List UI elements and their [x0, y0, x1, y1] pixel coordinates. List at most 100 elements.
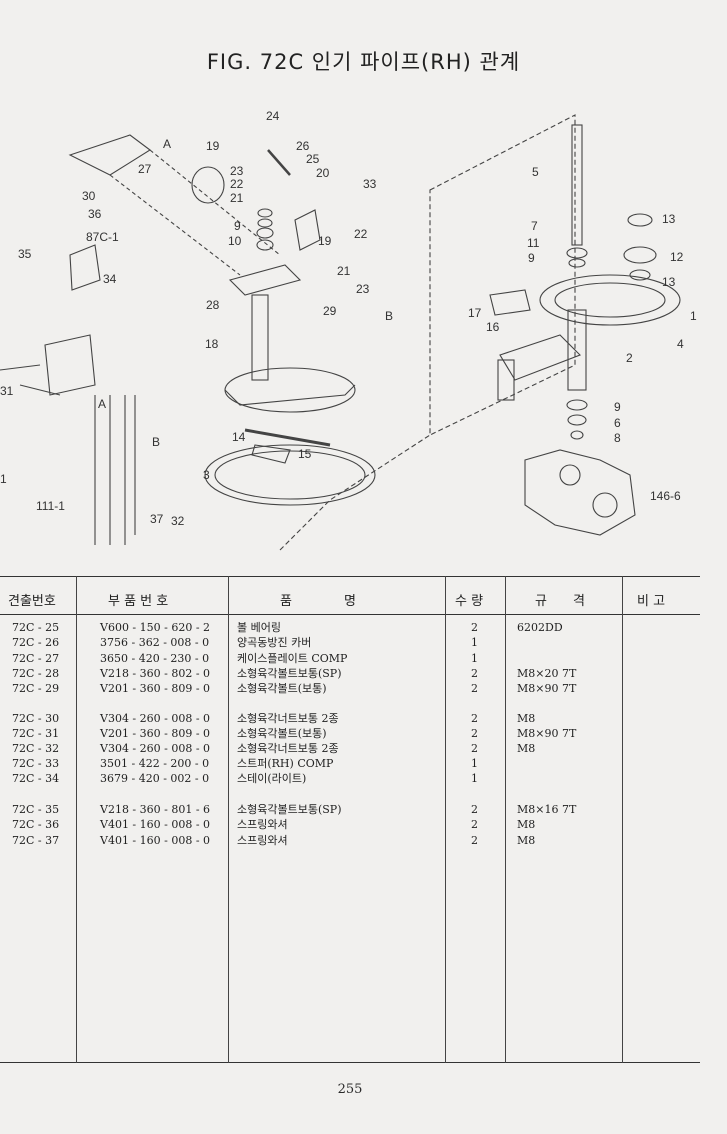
cell-ref: 72C - 29: [12, 682, 60, 695]
cell-ref: 72C - 30: [12, 712, 60, 725]
callout: 27: [138, 162, 152, 176]
cell-name: 소형육각볼트보통(SP): [237, 803, 342, 816]
cell-ref: 72C - 34: [12, 772, 60, 785]
cell-spec: 6202DD: [517, 621, 563, 634]
callout: 31: [0, 384, 14, 398]
callout: B: [152, 435, 160, 449]
callout: 87C-1: [86, 230, 119, 244]
cell-spec: M8: [517, 712, 536, 725]
callout: 2: [626, 351, 633, 365]
callout: 12: [670, 250, 684, 264]
cell-ref: 72C - 37: [12, 834, 60, 847]
col-divider: [622, 576, 623, 1063]
cell-qty: 2: [471, 742, 478, 755]
callout: 22: [354, 227, 368, 241]
cell-spec: M8: [517, 742, 536, 755]
shaft: [571, 124, 583, 246]
table-header-rule: [0, 614, 700, 615]
cell-part-no: V218 - 360 - 802 - 0: [100, 667, 211, 680]
callout: 23: [356, 282, 370, 296]
cell-ref: 72C - 33: [12, 757, 60, 770]
cell-spec: M8×90 7T: [517, 727, 577, 740]
cell-name: 양곡동방진 카버: [237, 636, 312, 649]
cell-qty: 1: [471, 652, 478, 665]
cell-name: 소형육각너트보통 2종: [237, 742, 339, 755]
cell-part-no: 3650 - 420 - 230 - 0: [100, 652, 210, 665]
callout: 32: [171, 514, 185, 528]
callout: 28: [206, 298, 220, 312]
cell-ref: 72C - 31: [12, 727, 60, 740]
callout: 22: [230, 177, 244, 191]
callout: 4: [677, 337, 684, 351]
cell-name: 스프링와셔: [237, 834, 288, 847]
callout: 21: [337, 264, 351, 278]
cell-name: 볼 베어링: [237, 621, 281, 634]
gasket: [204, 444, 376, 506]
cell-qty: 2: [471, 667, 478, 680]
callout: A: [163, 137, 171, 151]
cell-qty: 2: [471, 727, 478, 740]
exploded-parts-drawing: 24 26 25 19 23 22 21 20 9 10 27 30 36 87…: [0, 95, 727, 565]
parts-diagram: 24 26 25 19 23 22 21 20 9 10 27 30 36 87…: [0, 109, 697, 551]
callout: 18: [205, 337, 219, 351]
cell-ref: 72C - 36: [12, 818, 60, 831]
cell-spec: M8: [517, 834, 536, 847]
callout: 24: [266, 109, 280, 123]
cell-part-no: V304 - 260 - 008 - 0: [100, 712, 211, 725]
cell-part-no: V218 - 360 - 801 - 6: [100, 803, 211, 816]
header-qty: 수 량: [455, 594, 484, 609]
cell-name: 소형육각볼트(보통): [237, 727, 327, 740]
cell-qty: 2: [471, 682, 478, 695]
callout: 9: [614, 400, 621, 414]
gear-case: [224, 367, 356, 413]
cell-name: 스트퍼(RH) COMP: [237, 757, 334, 770]
cell-name: 케이스플레이트 COMP: [237, 652, 348, 665]
cell-name: 스테이(라이트): [237, 772, 307, 785]
callout: 1: [690, 309, 697, 323]
cell-qty: 1: [471, 757, 478, 770]
header-note: 비 고: [637, 594, 666, 609]
callout: 13: [662, 275, 676, 289]
cell-qty: 2: [471, 803, 478, 816]
callout: 14: [232, 430, 246, 444]
callout: 7: [531, 219, 538, 233]
callout: 23: [230, 164, 244, 178]
callout: A: [98, 397, 106, 411]
cell-ref: 72C - 27: [12, 652, 60, 665]
table-bottom-rule: [0, 1062, 700, 1063]
cell-ref: 72C - 32: [12, 742, 60, 755]
callout: 33: [363, 177, 377, 191]
callout: 146-6: [650, 489, 681, 503]
cell-name: 소형육각볼트(보통): [237, 682, 327, 695]
cell-ref: 72C - 25: [12, 621, 60, 634]
table-row: 72C - 33 3501 - 422 - 200 - 0 스트퍼(RH) COMP…: [0, 756, 700, 771]
col-divider: [76, 576, 77, 1063]
callout: B: [385, 309, 393, 323]
hydraulic-motor: [524, 449, 636, 536]
cell-ref: 72C - 26: [12, 636, 60, 649]
callout: 3: [203, 468, 210, 482]
table-row: 72C - 27 3650 - 420 - 230 - 0 케이스플레이트 COMP…: [0, 651, 700, 666]
header-spec: 규 격: [535, 594, 585, 609]
cell-qty: 2: [471, 818, 478, 831]
callout: 9: [234, 219, 241, 233]
cell-name: 스프링와셔: [237, 818, 288, 831]
stay-bracket: [69, 244, 101, 291]
cell-part-no: 3501 - 422 - 200 - 0: [100, 757, 210, 770]
callout: 37: [150, 512, 164, 526]
cell-part-no: V600 - 150 - 620 - 2: [100, 621, 211, 634]
cell-name: 소형육각너트보통 2종: [237, 712, 339, 725]
callout: 8: [614, 431, 621, 445]
pipe: [251, 294, 269, 381]
right-assembly-outline: [429, 114, 576, 436]
callout: 11: [527, 236, 540, 250]
callout: 16: [486, 320, 500, 334]
callout: 36: [88, 207, 102, 221]
callout: 34: [103, 272, 117, 286]
header-ref: 견출번호: [8, 594, 56, 609]
